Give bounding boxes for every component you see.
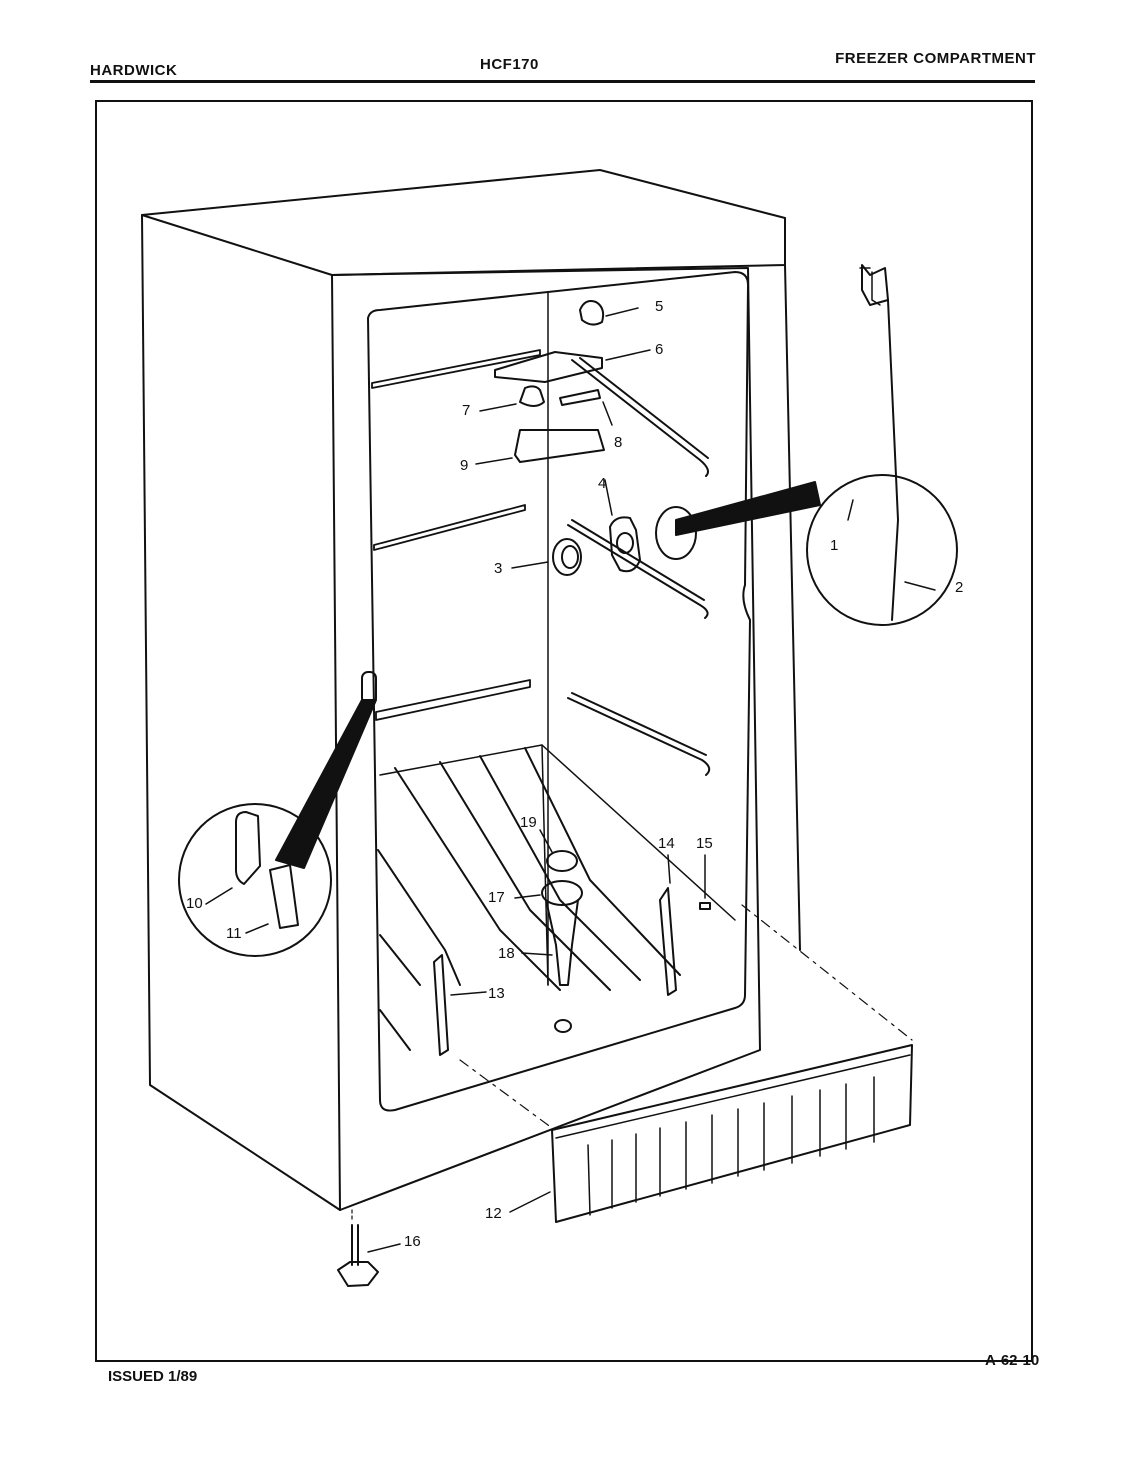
part-1-2-thermostat-detail: [655, 264, 958, 626]
part-3-knob: [511, 538, 582, 576]
section-title: FREEZER COMPARTMENT: [835, 50, 1036, 67]
part-16-leveling-leg: [337, 1209, 401, 1287]
part-5-clip: [579, 300, 639, 326]
part-10-11-hinge-detail: [178, 671, 377, 957]
part-8-screw: [559, 389, 613, 426]
callout-9: 9: [460, 457, 468, 474]
callout-16: 16: [404, 1233, 421, 1250]
model-label: HCF170: [480, 56, 539, 73]
part-15-screw: [699, 854, 711, 910]
callout-11: 11: [226, 925, 242, 942]
callout-17: 17: [488, 889, 505, 906]
callout-1: 1: [830, 537, 838, 554]
right-shelf-rails: [567, 357, 711, 776]
part-13-rail: [433, 954, 487, 1056]
callout-12: 12: [485, 1205, 502, 1222]
callout-10: 10: [186, 895, 203, 912]
header-rule: [90, 80, 1035, 83]
part-4-plate: [604, 479, 641, 573]
part-9-guard: [475, 429, 605, 465]
callout-13: 13: [488, 985, 505, 1002]
callout-14: 14: [658, 835, 675, 852]
part-6-bracket: [494, 349, 651, 383]
part-12-base-grille: [459, 904, 913, 1223]
callout-19: 19: [520, 814, 537, 831]
brand-label: HARDWICK: [90, 62, 178, 79]
diagram-frame: [95, 100, 1033, 1362]
callout-18: 18: [498, 945, 515, 962]
floor-rods: [377, 747, 681, 1051]
callout-4: 4: [598, 475, 606, 492]
callout-15: 15: [696, 835, 713, 852]
part-17-18-drain-tube: [514, 880, 583, 1033]
callout-5: 5: [655, 298, 663, 315]
callout-7: 7: [462, 402, 470, 419]
callout-8: 8: [614, 434, 622, 451]
part-19-plug: [539, 829, 578, 872]
left-shelf-rails: [371, 349, 541, 721]
cabinet-shell: [141, 169, 801, 1211]
callout-2: 2: [955, 579, 963, 596]
page-reference: A-62-10: [985, 1352, 1040, 1369]
part-7-cap: [479, 385, 545, 412]
callout-6: 6: [655, 341, 663, 358]
callout-3: 3: [494, 560, 502, 577]
part-14-rail: [659, 854, 677, 996]
issued-date: ISSUED 1/89: [108, 1368, 198, 1385]
